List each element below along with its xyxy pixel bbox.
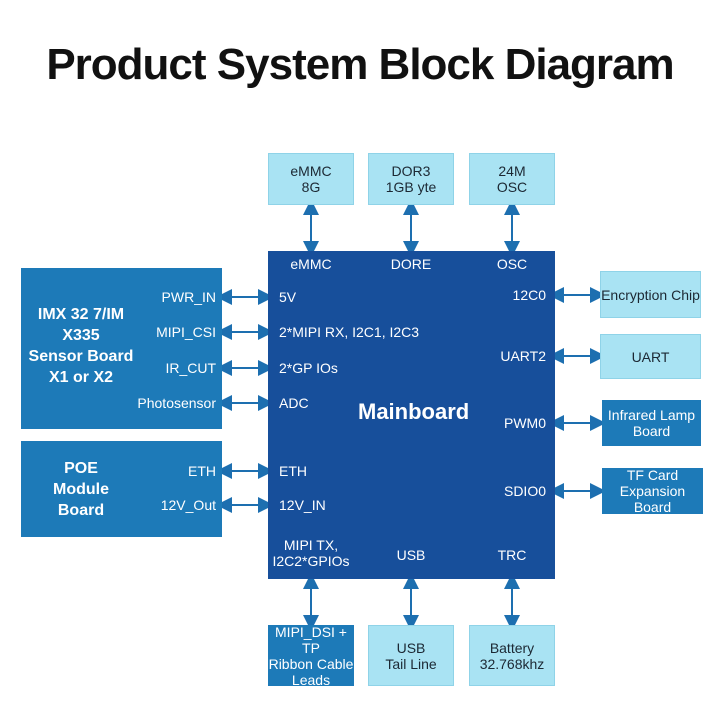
mainboard-port-trc: TRC [497,547,527,563]
poe-name-line1: POE [64,460,98,477]
poe-board: POE Module Board ETH 12V_Out [21,441,222,537]
infrared-lamp-line1: Infrared Lamp [607,407,696,423]
encryption-chip-label: Encryption Chip [601,286,700,303]
mainboard-port-mipi-rx: 2*MIPI RX, I2C1, I2C3 [279,324,420,340]
usb-tail-line2: Tail Line [385,655,437,672]
mainboard-title: Mainboard [358,399,470,424]
ddr-block-line2: 1GB yte [385,179,437,195]
emmc-block-line1: eMMC [290,163,332,179]
sensor-name-line1: IMX 32 7/IM [37,306,125,323]
osc-block-line2: OSC [496,179,528,195]
uart-block: UART [600,334,701,379]
ddr-block: DOR3 1GB yte [368,153,454,205]
mainboard-port-mipi-tx: MIPI TX, I2C2*GPIOs [268,537,354,569]
mainboard-port-sdio0: SDIO0 [503,483,546,499]
poe-port-eth: ETH [188,463,216,479]
mainboard-port-emmc: eMMC [290,256,332,272]
battery-line2: 32.768khz [479,655,545,672]
usb-tail-line1: USB [396,639,426,656]
poe-name-line3: Board [57,502,105,519]
mainboard-port-pwm0: PWM0 [504,415,546,431]
mainboard-port-gpios: 2*GP IOs [279,360,338,376]
mipi-dsi-line2: Ribbon Cable [268,655,354,672]
infrared-lamp-line2: Board [632,423,671,439]
tf-card-line1: TF Card [626,467,679,483]
mainboard-port-osc: OSC [496,256,528,272]
ddr-block-line1: DOR3 [391,163,431,179]
mipi-tx-line1: MIPI TX, [283,537,339,553]
infrared-lamp-block: Infrared Lamp Board [602,400,701,446]
poe-name-line2: Module [53,481,109,498]
emmc-block-line2: 8G [301,179,321,195]
poe-port-12v-out: 12V_Out [160,497,216,513]
mainboard-port-ddr: DORE [390,256,432,272]
page-title: Product System Block Diagram [46,40,674,89]
osc-block: 24M OSC [469,153,555,205]
mainboard-port-eth: ETH [279,463,307,479]
sensor-name-line3: Sensor Board [28,348,134,365]
poe-board-name: POE Module Board [25,458,137,521]
mainboard-port-usb: USB [396,547,426,563]
mipi-dsi-line1: MIPI_DSI + TP [275,623,347,656]
battery-block: Battery 32.768khz [469,625,555,686]
osc-block-line1: 24M [498,163,526,179]
sensor-board-name: IMX 32 7/IM X335 Sensor Board X1 or X2 [25,304,137,388]
mipi-dsi-block: MIPI_DSI + TP Ribbon Cable Leads [268,623,354,688]
mainboard-port-5v: 5V [279,289,297,305]
mainboard: Mainboard eMMC DORE OSC 5V 2*MIPI RX, I2… [268,251,555,579]
sensor-port-photosensor: Photosensor [137,395,216,411]
uart-label: UART [631,348,670,365]
sensor-port-pwr-in: PWR_IN [161,289,216,305]
mipi-tx-line2: I2C2*GPIOs [272,553,350,569]
mipi-dsi-line3: Leads [291,671,331,688]
usb-tail-line-block: USB Tail Line [368,625,454,686]
sensor-name-line4: X1 or X2 [48,369,114,386]
sensor-port-ir-cut: IR_CUT [165,360,216,376]
mainboard-port-adc: ADC [279,395,309,411]
encryption-chip-block: Encryption Chip [600,271,701,318]
sensor-port-mipi-csi: MIPI_CSI [156,324,216,340]
tf-card-line2: Expansion Board [619,483,686,515]
mainboard-port-i2c0: 12C0 [512,287,546,303]
sensor-name-line2: X335 [62,327,100,344]
mainboard-port-uart2: UART2 [500,348,546,364]
tf-card-block: TF Card Expansion Board [602,467,703,515]
battery-line1: Battery [489,639,535,656]
emmc-block: eMMC 8G [268,153,354,205]
sensor-board: IMX 32 7/IM X335 Sensor Board X1 or X2 P… [21,268,222,429]
mainboard-port-12v-in: 12V_IN [279,497,326,513]
